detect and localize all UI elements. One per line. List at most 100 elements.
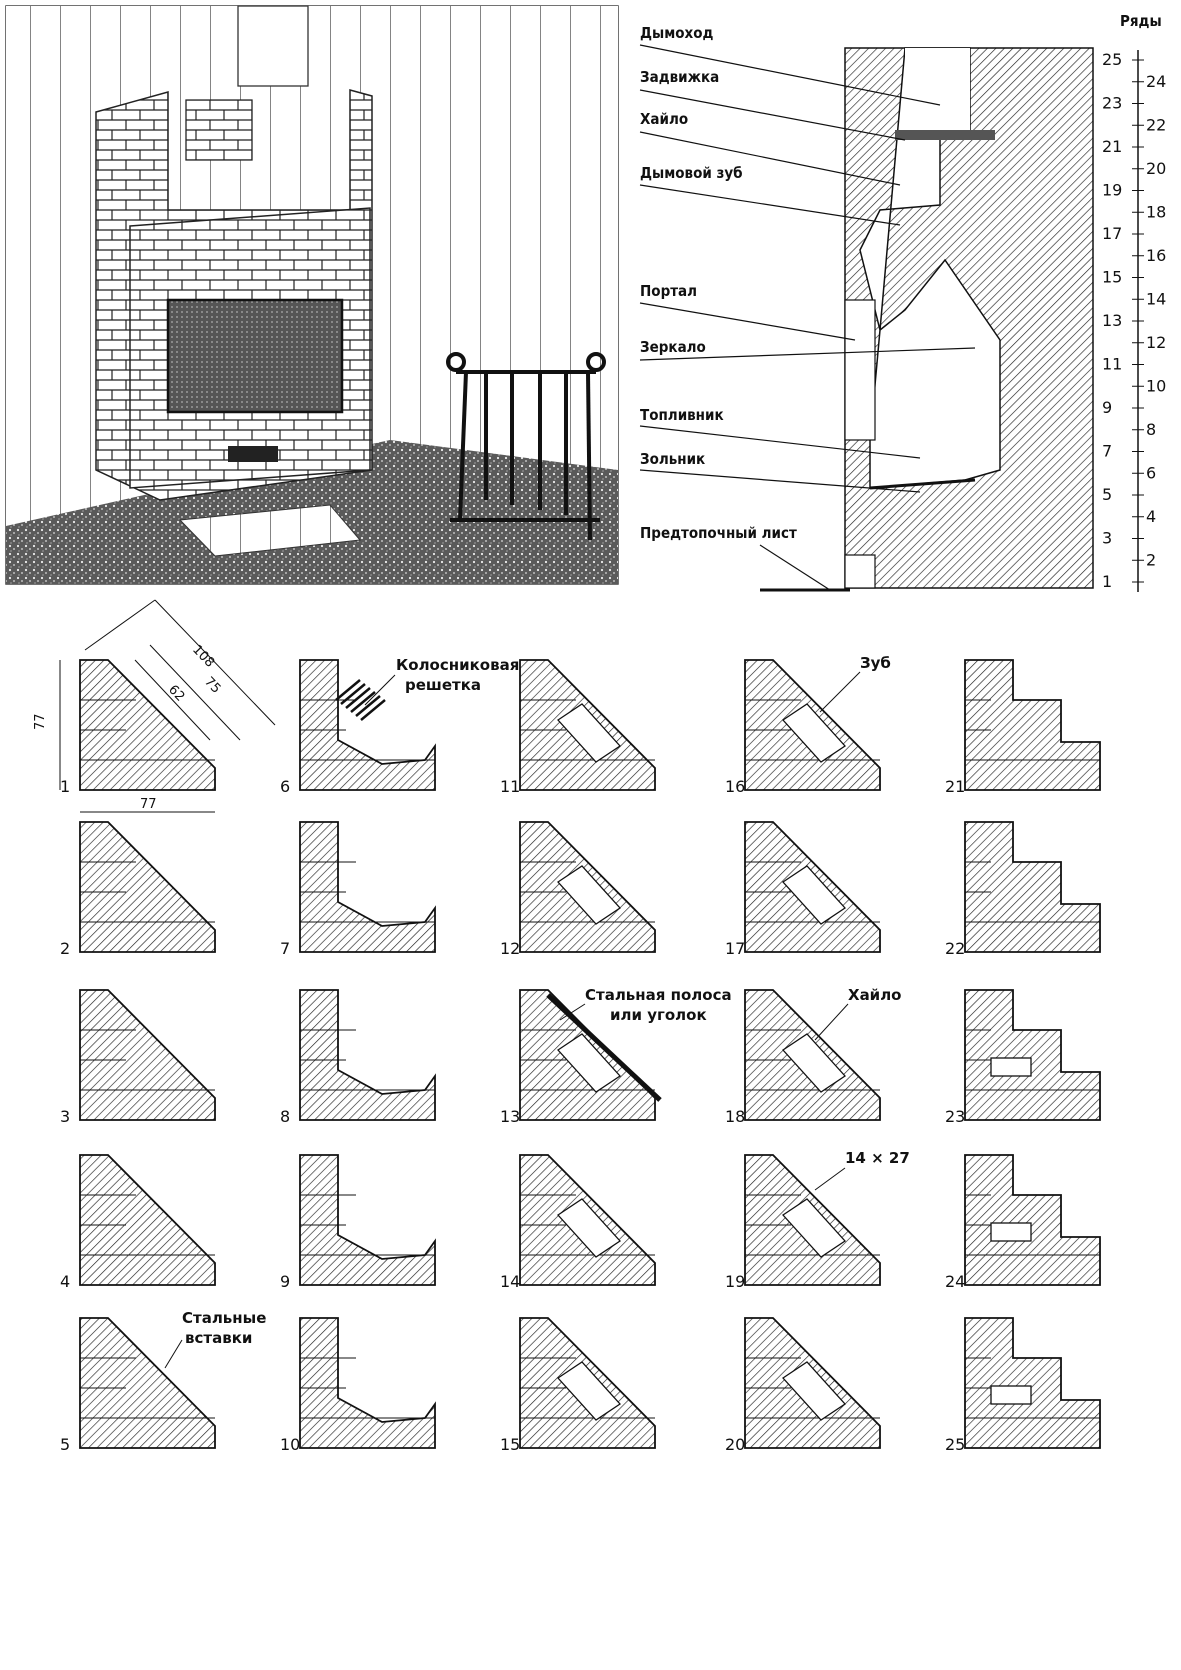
row-plan-7: 7 — [280, 821, 436, 958]
rows-scale: 1234567891011121314151617181920212223242… — [1102, 50, 1166, 592]
row-plan-10: 10 — [280, 1317, 436, 1454]
plan-number: 3 — [60, 1107, 70, 1126]
row-number-6: 6 — [1146, 463, 1156, 482]
row-plan-16: 16 — [725, 659, 881, 796]
plan-number: 4 — [60, 1272, 70, 1291]
section-leader-lines — [639, 44, 976, 591]
plan-number: 9 — [280, 1272, 290, 1291]
plan-outline — [964, 659, 1101, 791]
row-number-7: 7 — [1102, 442, 1112, 461]
row-number-5: 5 — [1102, 485, 1112, 504]
plan-number: 17 — [725, 939, 745, 958]
label-smoke-tooth: Дымовой зуб — [640, 164, 743, 182]
plan-number: 14 — [500, 1272, 520, 1291]
grate — [335, 679, 386, 721]
plan-opening — [990, 1385, 1032, 1405]
callout-steel-inserts-line2: вставки — [185, 1329, 252, 1347]
plan-number: 11 — [500, 777, 520, 796]
plan-number: 19 — [725, 1272, 745, 1291]
plan-number: 1 — [60, 777, 70, 796]
plan-outline — [79, 821, 216, 953]
row-number-3: 3 — [1102, 529, 1112, 548]
row-plan-22: 22 — [945, 821, 1101, 958]
label-damper: Задвижка — [640, 68, 719, 86]
row-number-8: 8 — [1146, 420, 1156, 439]
fireplace-illustration — [5, 5, 619, 585]
dim-diag-3: 62 — [165, 682, 187, 704]
row-plan-14: 14 — [500, 1154, 656, 1291]
row-number-10: 10 — [1146, 376, 1166, 395]
label-ashpit: Зольник — [640, 450, 705, 468]
ashpit-door — [228, 446, 278, 462]
plan-outline — [79, 1317, 216, 1449]
plan-opening — [557, 1198, 621, 1258]
row-number-13: 13 — [1102, 311, 1122, 330]
section-chimney-channel — [905, 48, 970, 130]
row-plan-15: 15 — [500, 1317, 656, 1454]
plan-outline — [964, 989, 1101, 1121]
row-number-4: 4 — [1146, 507, 1156, 526]
row-plan-12: 12 — [500, 821, 656, 958]
plan-opening — [557, 1361, 621, 1421]
plan-opening — [782, 1198, 846, 1258]
row-number-2: 2 — [1146, 550, 1156, 569]
plan-number: 10 — [280, 1435, 300, 1454]
dim-side-b: 77 — [140, 797, 157, 812]
plan-opening — [782, 865, 846, 925]
callout-steel-inserts-line1: Стальные — [182, 1309, 266, 1327]
plan-number: 8 — [280, 1107, 290, 1126]
wall-right — [390, 6, 618, 476]
row-number-11: 11 — [1102, 355, 1122, 374]
section-damper — [895, 130, 995, 140]
row-plan-24: 24 — [945, 1154, 1101, 1291]
plan-number: 25 — [945, 1435, 965, 1454]
row-number-21: 21 — [1102, 137, 1122, 156]
section-portal — [844, 299, 876, 441]
row-number-17: 17 — [1102, 224, 1122, 243]
row-plan-6: 6 — [280, 659, 436, 796]
plan-number: 5 — [60, 1435, 70, 1454]
plan-number: 13 — [500, 1107, 520, 1126]
plan-number: 22 — [945, 939, 965, 958]
plan-number: 24 — [945, 1272, 965, 1291]
plan-number: 20 — [725, 1435, 745, 1454]
row-number-22: 22 — [1146, 115, 1166, 134]
row-number-25: 25 — [1102, 50, 1122, 69]
row-plan-8: 8 — [280, 989, 436, 1126]
plan-outline — [299, 1154, 436, 1286]
row-plan-25: 25 — [945, 1317, 1101, 1454]
plan-outline — [79, 1154, 216, 1286]
plan-outline — [964, 1154, 1101, 1286]
row-number-18: 18 — [1146, 202, 1166, 221]
callout-grate-line1: Колосниковая — [396, 656, 519, 674]
row-plan-5: 5 — [60, 1317, 216, 1454]
row-plan-2: 2 — [60, 821, 216, 958]
plan-number: 15 — [500, 1435, 520, 1454]
plan-outline — [299, 1317, 436, 1449]
row-number-14: 14 — [1146, 289, 1166, 308]
row-plan-21: 21 — [945, 659, 1101, 796]
row-plan-1: 1 — [60, 659, 216, 796]
plan-outline — [299, 989, 436, 1121]
row-plan-20: 20 — [725, 1317, 881, 1454]
plan-outline — [964, 821, 1101, 953]
plan-number: 2 — [60, 939, 70, 958]
callout-steel-strip-line2: или уголок — [610, 1006, 707, 1024]
dim-diag-2: 75 — [201, 674, 223, 696]
row-number-12: 12 — [1146, 333, 1166, 352]
callout-leaders — [164, 671, 861, 1369]
row-plan-9: 9 — [280, 1154, 436, 1291]
plan-opening — [782, 703, 846, 763]
row-plan-23: 23 — [945, 989, 1101, 1126]
plan-1-dimensions — [59, 599, 276, 813]
row-number-16: 16 — [1146, 246, 1166, 265]
callout-grate-line2: решетка — [405, 676, 481, 694]
section-ashpit-grate — [869, 478, 976, 490]
callout-steel-strip-line1: Стальная полоса — [585, 986, 732, 1004]
plan-number: 7 — [280, 939, 290, 958]
row-plan-3: 3 — [60, 989, 216, 1126]
hearth-sheet — [178, 504, 361, 557]
fireplace-opening — [166, 298, 344, 414]
row-plans: 1234567891011121314151617181920212223242… — [60, 659, 1101, 1454]
